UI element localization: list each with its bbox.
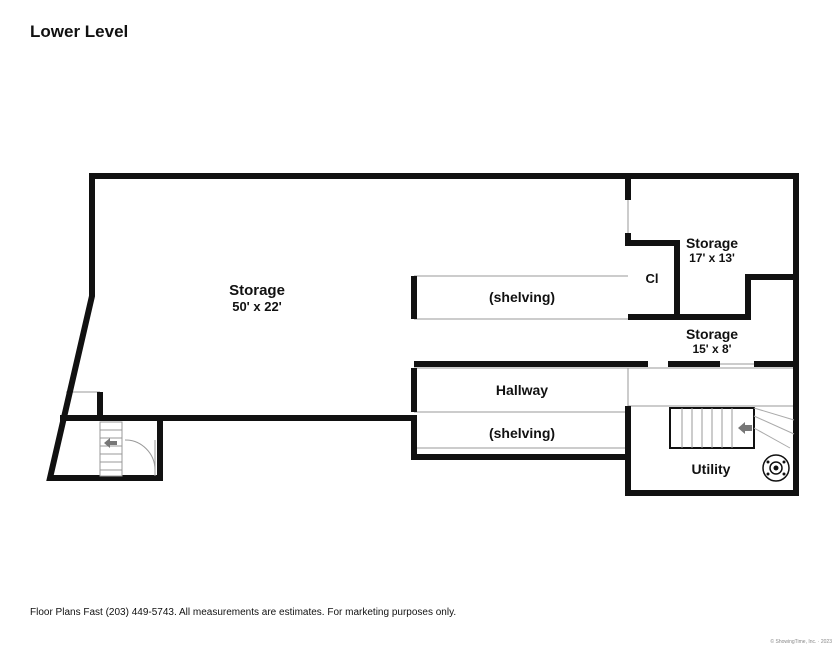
footer-disclaimer: Floor Plans Fast (203) 449-5743. All mea… xyxy=(30,607,457,618)
hallway-label: Hallway xyxy=(496,382,548,398)
utility-label: Utility xyxy=(692,461,731,477)
copyright-notice: © ShowingTime, Inc. · 2023 xyxy=(770,639,832,645)
water-heater-icon xyxy=(762,454,790,482)
storage-main-size: 50' x 22' xyxy=(232,299,282,314)
walls xyxy=(46,173,799,496)
storage-right-top-label: Storage xyxy=(686,235,738,251)
stair-arrow-icon xyxy=(738,422,752,434)
storage-main-label: Storage xyxy=(229,282,285,299)
storage-right-mid-label: Storage xyxy=(686,326,738,342)
shelving-upper-label: (shelving) xyxy=(489,289,555,305)
plan-title: Lower Level xyxy=(30,22,129,41)
utility-stairs xyxy=(669,407,795,449)
shelving-lower-label: (shelving) xyxy=(489,425,555,441)
door-swing xyxy=(124,439,156,471)
storage-right-top-size: 17' x 13' xyxy=(689,251,735,265)
stair-arrow-icon xyxy=(104,438,117,448)
closet-label: Cl xyxy=(646,271,659,286)
storage-right-mid-size: 15' x 8' xyxy=(692,342,731,356)
entry-stairs xyxy=(99,421,156,477)
